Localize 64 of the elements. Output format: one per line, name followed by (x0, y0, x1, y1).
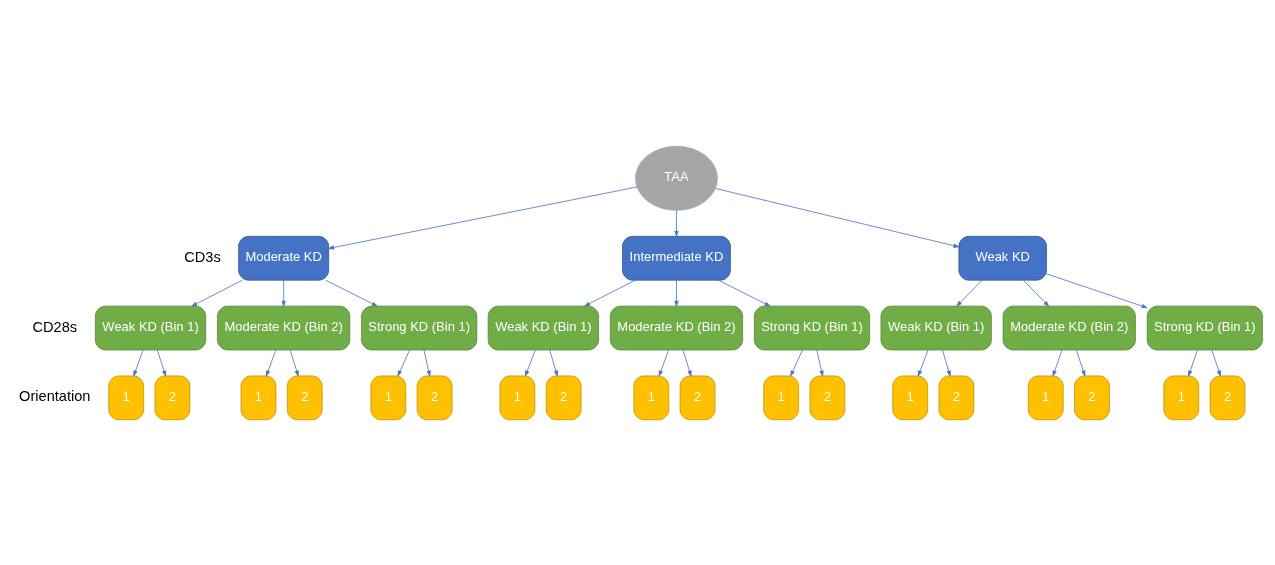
arrow (942, 349, 951, 376)
node-box: 1 (892, 375, 929, 420)
arrow (133, 349, 144, 376)
arrow (718, 279, 771, 306)
node-box: 2 (1074, 375, 1110, 420)
node-box: Strong KD (Bin 1) (361, 305, 478, 350)
node-box: Weak KD (Bin 1) (94, 305, 207, 350)
node-box: 1 (1163, 375, 1200, 420)
arrow (584, 279, 636, 306)
arrow (289, 349, 299, 376)
node-box: Strong KD (Bin 1) (753, 305, 871, 350)
arrow (1046, 272, 1148, 308)
label: CD3s (184, 248, 221, 265)
arrow (397, 349, 410, 376)
node-box: Moderate KD (Bin 2) (609, 305, 743, 350)
node-box: Weak KD (Bin 1) (487, 305, 599, 350)
node-box: 1 (108, 375, 145, 420)
node-box: 1 (633, 375, 670, 420)
arrow (715, 187, 960, 248)
arrow (328, 186, 638, 250)
arrow (816, 349, 824, 376)
arrow (1023, 279, 1049, 306)
arrow (658, 349, 670, 376)
arrow (674, 279, 679, 306)
node-box: 1 (763, 375, 799, 420)
node-ellipse: TAA (635, 145, 718, 211)
node-box: 1 (499, 375, 536, 420)
arrow (682, 349, 692, 376)
arrow (1075, 349, 1086, 376)
node-box: Intermediate KD (622, 235, 731, 281)
node-box: Strong KD (Bin 1) (1146, 305, 1263, 350)
arrow (674, 209, 679, 237)
node-box: 2 (938, 375, 975, 420)
arrow (790, 349, 803, 376)
arrow (1211, 349, 1221, 376)
arrow (549, 349, 558, 376)
arrow (265, 349, 277, 376)
arrow (956, 279, 983, 306)
label: Orientation (19, 387, 91, 404)
label: CD28s (32, 318, 78, 335)
node-box: 2 (545, 375, 582, 420)
arrow (423, 349, 431, 376)
node-box: Moderate KD (Bin 2) (217, 305, 351, 350)
arrow (281, 279, 286, 306)
node-box: 1 (1027, 375, 1064, 420)
arrow (191, 279, 243, 306)
node-box: Moderate KD (238, 235, 330, 281)
node-box: Weak KD (958, 235, 1047, 281)
node-box: 2 (286, 375, 323, 420)
node-box: 2 (1209, 375, 1246, 420)
node-box: 2 (679, 375, 716, 420)
arrow (525, 349, 536, 376)
arrow (1188, 349, 1198, 376)
node-box: Moderate KD (Bin 2) (1002, 305, 1136, 350)
node-box: 2 (416, 375, 453, 420)
node-box: 1 (240, 375, 277, 420)
arrow (1052, 349, 1063, 376)
node-box: 2 (154, 375, 191, 420)
node-box: 1 (370, 375, 407, 420)
arrow (325, 279, 378, 306)
node-box: Weak KD (Bin 1) (880, 305, 992, 350)
node-box: 2 (809, 375, 846, 420)
arrow (917, 349, 929, 376)
arrow (156, 349, 167, 376)
